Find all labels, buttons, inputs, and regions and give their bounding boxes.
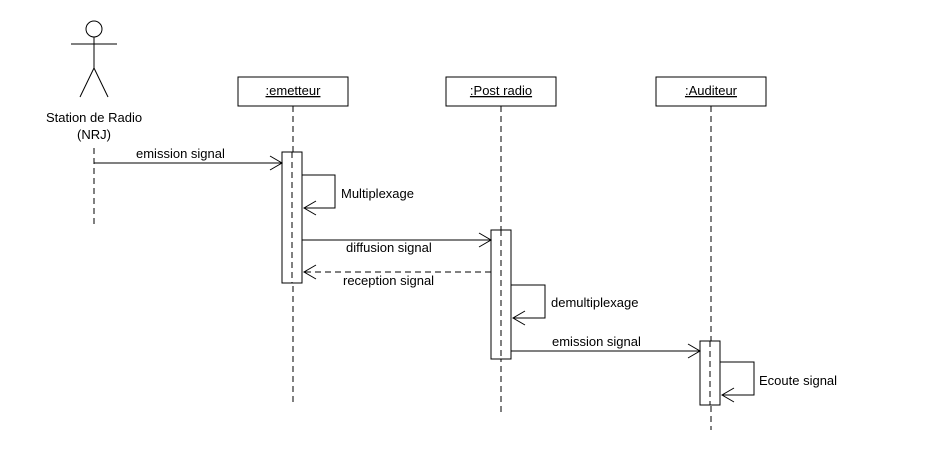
actor-left-leg (79, 67, 95, 98)
participant-box-post-radio (445, 76, 557, 107)
message-reception-signal: reception signal (303, 264, 491, 288)
arrowhead-icon (303, 200, 317, 216)
message-label: emission signal (136, 146, 225, 161)
arrowhead-icon (269, 155, 283, 171)
self-message-line (511, 284, 546, 319)
participant-label-emetteur: :emetteur (266, 83, 322, 98)
arrowhead-icon (478, 232, 492, 248)
arrowhead-icon (512, 310, 526, 326)
message-label: Multiplexage (341, 186, 414, 201)
participant-label-post-radio: :Post radio (470, 83, 532, 98)
participant-label-auditeur: :Auditeur (685, 83, 738, 98)
arrowhead-icon (721, 387, 735, 403)
message-diffusion-signal: diffusion signal (302, 232, 492, 255)
actor-head (85, 20, 103, 38)
message-multiplexage: Multiplexage (302, 174, 414, 216)
participant-post-radio: :Post radio (445, 76, 557, 415)
message-demultiplexage: demultiplexage (511, 284, 638, 326)
arrowhead-icon (303, 264, 317, 280)
actor-station-de-radio: Station de Radio (NRJ) (46, 20, 142, 226)
message-label: emission signal (552, 334, 641, 349)
actor-right-leg (93, 67, 109, 98)
actor-name-line2: (NRJ) (77, 127, 111, 142)
participant-auditeur: :Auditeur (655, 76, 767, 430)
self-message-line (302, 174, 336, 209)
participant-box-auditeur (655, 76, 767, 107)
actor-name-line1: Station de Radio (46, 110, 142, 125)
message-ecoute-signal: Ecoute signal (720, 361, 837, 403)
message-emission-signal-2: emission signal (511, 334, 701, 359)
arrowhead-icon (687, 343, 701, 359)
participant-emetteur: :emetteur (237, 76, 349, 405)
message-label: reception signal (343, 273, 434, 288)
message-label: demultiplexage (551, 295, 638, 310)
message-label: Ecoute signal (759, 373, 837, 388)
message-label: diffusion signal (346, 240, 432, 255)
participant-box-emetteur (237, 76, 349, 107)
message-emission-signal-1: emission signal (94, 146, 283, 171)
self-message-line (720, 361, 755, 396)
